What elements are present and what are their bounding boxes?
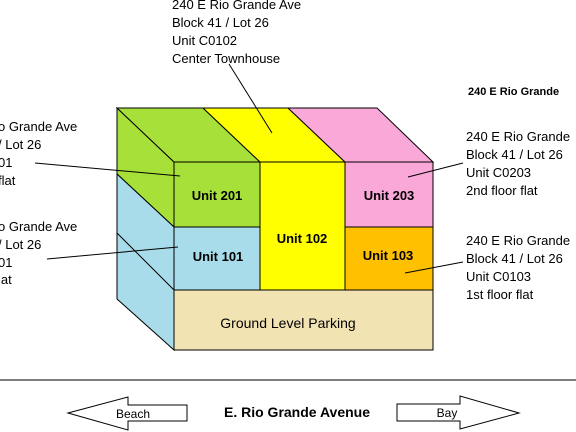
leader-left-upper <box>34 162 181 177</box>
callout-top-center-line: Block 41 / Lot 26 <box>172 15 269 30</box>
callout-left-upper-line: / Lot 26 <box>0 137 41 152</box>
bay-label: Bay <box>437 406 458 420</box>
callout-right-upper-line: 2nd floor flat <box>466 183 538 198</box>
leader-top-center <box>228 63 273 134</box>
unit-102-label: Unit 102 <box>277 231 328 246</box>
direction-arrow-bay: Bay <box>396 395 521 430</box>
callout-right-upper-line: 240 E Rio Grande <box>466 129 570 144</box>
unit-201-block <box>173 161 261 228</box>
callout-top-center-line: Center Townhouse <box>172 51 280 66</box>
callout-right-upper: 240 E Rio Grande Block 41 / Lot 26 Unit … <box>466 129 570 198</box>
callout-top-center-line: Unit C0102 <box>172 33 237 48</box>
callout-left-upper-line: 01 <box>0 155 12 170</box>
callout-right-lower: 240 E Rio Grande Block 41 / Lot 26 Unit … <box>466 233 570 302</box>
left-arrow-icon <box>66 396 188 431</box>
callout-top-center-line: 240 E Rio Grande Ave <box>172 0 301 12</box>
callout-right-lower-line: Block 41 / Lot 26 <box>466 251 563 266</box>
unit-102-block <box>259 161 346 291</box>
parking-block <box>173 289 434 351</box>
callout-left-lower-line: lat <box>0 272 12 287</box>
leader-right-lower <box>404 261 464 274</box>
parking-label: Ground Level Parking <box>220 315 355 331</box>
street-name: E. Rio Grande Avenue <box>224 404 370 420</box>
callout-left-lower-line: / Lot 26 <box>0 237 41 252</box>
right-arrow-icon <box>396 395 521 430</box>
direction-arrow-beach: Beach <box>66 396 188 431</box>
callout-left-lower-line: o Grande Ave <box>0 219 77 234</box>
callout-right-lower-line: Unit C0103 <box>466 269 531 284</box>
callout-left-upper-line: o Grande Ave <box>0 119 77 134</box>
unit-201-label: Unit 201 <box>192 188 243 203</box>
callout-top-center: 240 E Rio Grande Ave Block 41 / Lot 26 U… <box>172 0 301 66</box>
callout-left-upper-line: flat <box>0 173 16 188</box>
callout-right-lower-line: 240 E Rio Grande <box>466 233 570 248</box>
left-face-divider <box>116 232 175 291</box>
leader-right-upper <box>407 162 464 178</box>
callout-right-upper-line: Unit C0203 <box>466 165 531 180</box>
beach-label: Beach <box>116 407 150 421</box>
top-right-title: 240 E Rio Grande <box>468 86 559 98</box>
callout-right-upper-line: Block 41 / Lot 26 <box>466 147 563 162</box>
callout-left-lower-line: 01 <box>0 255 12 270</box>
unit-203-label: Unit 203 <box>364 188 415 203</box>
unit-103-label: Unit 103 <box>363 248 414 263</box>
leader-left-lower <box>46 246 179 260</box>
callout-right-lower-line: 1st floor flat <box>466 287 534 302</box>
callout-left-upper: o Grande Ave / Lot 26 01 flat <box>0 119 77 188</box>
callout-left-lower: o Grande Ave / Lot 26 01 lat <box>0 219 77 287</box>
unit-101-label: Unit 101 <box>193 249 244 264</box>
